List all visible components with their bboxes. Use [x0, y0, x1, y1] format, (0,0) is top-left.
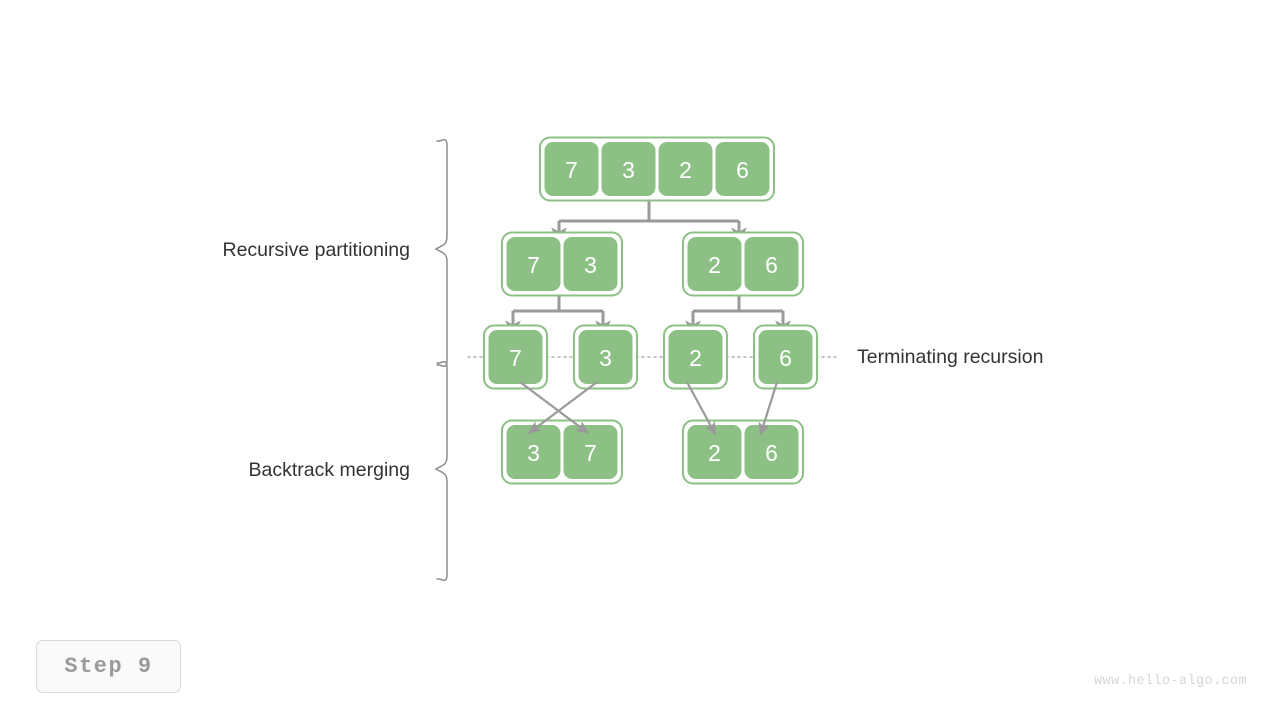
array-cell [488, 330, 543, 384]
brace-merging [434, 360, 448, 582]
stage-label: Recursive partitioning [222, 239, 410, 261]
array-group [573, 324, 638, 390]
array-cell [744, 425, 799, 479]
array-group [539, 136, 775, 202]
array-cell-value: 3 [599, 345, 612, 371]
array-cell [563, 425, 618, 479]
array-cell [758, 330, 813, 384]
brace-partitioning [434, 138, 448, 368]
braces-group [434, 138, 448, 582]
merge-arrow [686, 381, 717, 436]
array-group [483, 324, 548, 390]
array-cell [687, 237, 742, 291]
array-cell [744, 237, 799, 291]
array-group [501, 231, 623, 297]
array-cell-value: 2 [708, 252, 721, 278]
merge-arrow [519, 381, 590, 434]
array-cell-value: 3 [527, 440, 540, 466]
array-cell [668, 330, 723, 384]
array-cell-value: 2 [708, 440, 721, 466]
array-group [682, 231, 804, 297]
array-boxes-group [483, 136, 818, 485]
array-cell-value: 6 [779, 345, 792, 371]
array-cell-value: 7 [584, 440, 597, 466]
array-cell-value: 6 [736, 157, 749, 183]
array-group [682, 419, 804, 485]
array-cell-value: 7 [509, 345, 522, 371]
step-badge-label: Step 9 [64, 654, 153, 679]
split-connector [551, 196, 747, 246]
merge-arrows-group [519, 381, 779, 437]
stage-label: Backtrack merging [249, 459, 410, 481]
array-cell [601, 142, 656, 196]
watermark: www.hello-algo.com [1093, 674, 1247, 689]
array-cell-value: 6 [765, 440, 778, 466]
array-cell [563, 237, 618, 291]
array-cell-value: 3 [622, 157, 635, 183]
array-cell-value: 6 [765, 252, 778, 278]
array-cell-value: 7 [565, 157, 578, 183]
merge-arrow [527, 381, 598, 434]
merge-arrow [758, 381, 779, 437]
array-cell [578, 330, 633, 384]
array-cell-value: 3 [584, 252, 597, 278]
array-cell-value: 2 [679, 157, 692, 183]
step-badge: Step 9 [36, 640, 181, 693]
array-cell [506, 237, 561, 291]
array-group [753, 324, 818, 390]
array-group [663, 324, 728, 390]
array-cell [544, 142, 599, 196]
array-group [501, 419, 623, 485]
array-cell-value: 2 [689, 345, 702, 371]
array-cell [715, 142, 770, 196]
array-cell [658, 142, 713, 196]
array-cell-value: 7 [527, 252, 540, 278]
terminating-recursion: Terminating recursion [857, 346, 1043, 368]
